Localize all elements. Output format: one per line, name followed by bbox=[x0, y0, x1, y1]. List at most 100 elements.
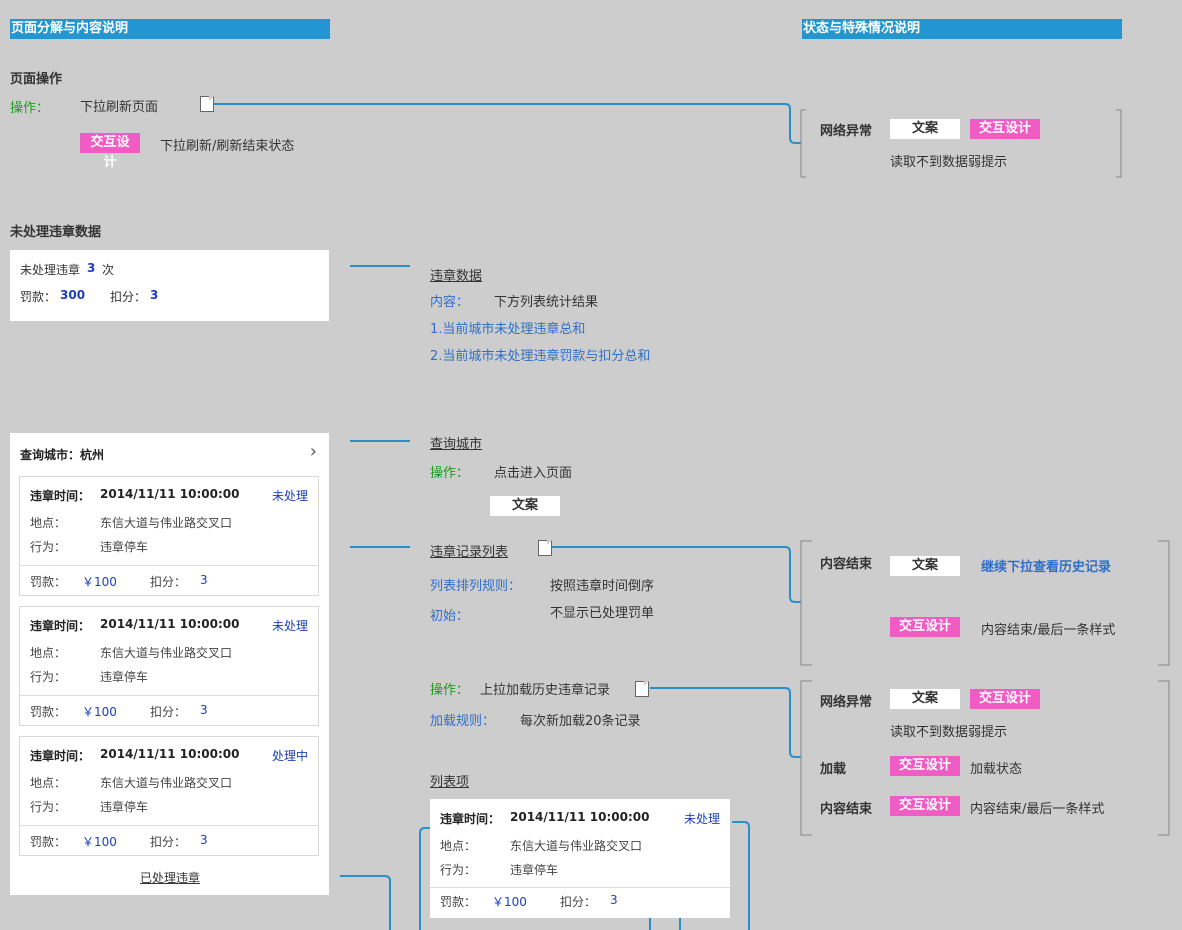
record-act-label: 行为： bbox=[30, 670, 67, 684]
loading-text: 加载状态 bbox=[970, 762, 1023, 777]
violation-list-card: 查询城市：杭州 › 违章时间： 2014/11/11 10:00:00 未处理 … bbox=[10, 433, 329, 895]
copy-badge: 文案 bbox=[490, 496, 560, 516]
record-act-label: 行为： bbox=[440, 863, 477, 877]
document-icon bbox=[200, 96, 214, 112]
record-points: 3 bbox=[200, 833, 208, 847]
query-city-label[interactable]: 查询城市：杭州 bbox=[20, 448, 105, 462]
violation-content-text: 下方列表统计结果 bbox=[494, 295, 599, 310]
points-value: 3 bbox=[150, 288, 159, 302]
record-time-label: 违章时间： bbox=[30, 619, 91, 633]
copy-badge: 文案 bbox=[890, 119, 960, 139]
connector-record-list-right bbox=[551, 546, 801, 603]
connector-refresh bbox=[214, 103, 801, 144]
load-more-op-text: 上拉加载历史违章记录 bbox=[480, 683, 611, 698]
connector-item-left bbox=[419, 827, 440, 930]
record-time-label: 违章时间： bbox=[440, 812, 501, 826]
divider bbox=[20, 695, 318, 696]
record-fine-label: 罚款： bbox=[30, 575, 67, 589]
record-act-label: 行为： bbox=[30, 800, 67, 814]
loading-label: 加载 bbox=[820, 762, 847, 777]
page-ops-title: 页面操作 bbox=[10, 72, 63, 87]
ix-design-badge: 交互设计 bbox=[890, 796, 960, 816]
record-card[interactable]: 违章时间： 2014/11/11 10:00:00 处理中 地点： 东信大道与伟… bbox=[19, 736, 319, 856]
divider bbox=[20, 565, 318, 566]
content-end-label: 内容结束 bbox=[820, 557, 873, 572]
page-ops-op-label: 操作： bbox=[10, 101, 50, 116]
unprocessed-title: 未处理违章数据 bbox=[10, 225, 102, 240]
ix-design-badge: 交互设计 bbox=[80, 133, 140, 170]
net-error-desc: 读取不到数据弱提示 bbox=[890, 155, 1008, 170]
connector-load-more bbox=[650, 687, 801, 758]
content-end-label: 内容结束 bbox=[820, 802, 873, 817]
count-label: 未处理违章 bbox=[20, 263, 81, 277]
violation-data-title: 违章数据 bbox=[430, 269, 483, 284]
load-rule-label: 加载规则： bbox=[430, 714, 496, 729]
record-place: 东信大道与伟业路交叉口 bbox=[100, 776, 233, 790]
record-act: 违章停车 bbox=[100, 800, 149, 814]
divider bbox=[430, 887, 730, 888]
page-ops-ix-text: 下拉刷新/刷新结束状态 bbox=[160, 139, 295, 154]
violation-content-label: 内容： bbox=[430, 295, 470, 310]
ix-design-badge: 交互设计 bbox=[970, 119, 1040, 139]
record-fine-label: 罚款： bbox=[440, 895, 477, 909]
record-place-label: 地点： bbox=[30, 776, 67, 790]
record-status: 处理中 bbox=[271, 749, 308, 763]
record-place-label: 地点： bbox=[30, 516, 67, 530]
record-points-label: 扣分： bbox=[150, 835, 187, 849]
list-item-card[interactable]: 违章时间： 2014/11/11 10:00:00 未处理 地点： 东信大道与伟… bbox=[430, 799, 730, 918]
record-status: 未处理 bbox=[271, 489, 308, 503]
document-icon bbox=[635, 681, 649, 697]
connector-processed bbox=[340, 875, 391, 930]
document-icon bbox=[538, 540, 552, 556]
header-right: 状态与特殊情况说明 bbox=[802, 19, 1122, 39]
record-card[interactable]: 违章时间： 2014/11/11 10:00:00 未处理 地点： 东信大道与伟… bbox=[19, 606, 319, 726]
record-points-label: 扣分： bbox=[150, 705, 187, 719]
points-label: 扣分： bbox=[110, 290, 147, 304]
record-points-label: 扣分： bbox=[560, 895, 597, 909]
fine-label: 罚款： bbox=[20, 290, 57, 304]
net-error-desc: 读取不到数据弱提示 bbox=[890, 725, 1008, 740]
ix-design-badge: 交互设计 bbox=[890, 756, 960, 776]
page-ops-op-text: 下拉刷新页面 bbox=[80, 100, 159, 115]
processed-link[interactable]: 已处理违章 bbox=[140, 871, 201, 885]
record-act: 违章停车 bbox=[100, 540, 149, 554]
content-end-ix-text: 内容结束/最后一条样式 bbox=[981, 623, 1116, 638]
record-place: 东信大道与伟业路交叉口 bbox=[100, 516, 233, 530]
record-list-sort-label: 列表排列规则： bbox=[430, 579, 522, 594]
record-act-label: 行为： bbox=[30, 540, 67, 554]
record-list-init-text: 不显示已处理罚单 bbox=[550, 606, 655, 621]
record-points-label: 扣分： bbox=[150, 575, 187, 589]
count-unit: 次 bbox=[102, 263, 115, 277]
query-city-op-label: 操作： bbox=[430, 466, 470, 481]
record-fine: ￥100 bbox=[82, 575, 117, 589]
query-city-op-text: 点击进入页面 bbox=[494, 466, 573, 481]
record-status: 未处理 bbox=[683, 812, 720, 826]
query-city-title: 查询城市 bbox=[430, 437, 483, 452]
bracket-content-end-1 bbox=[800, 540, 1170, 666]
ix-design-badge: 交互设计 bbox=[890, 617, 960, 637]
record-place-label: 地点： bbox=[30, 646, 67, 660]
record-time: 2014/11/11 10:00:00 bbox=[100, 747, 240, 761]
record-time: 2014/11/11 10:00:00 bbox=[510, 810, 650, 824]
record-time-label: 违章时间： bbox=[30, 749, 91, 763]
record-points: 3 bbox=[200, 703, 208, 717]
record-fine: ￥100 bbox=[82, 835, 117, 849]
record-place: 东信大道与伟业路交叉口 bbox=[510, 839, 643, 853]
record-time: 2014/11/11 10:00:00 bbox=[100, 487, 240, 501]
record-list-init-label: 初始： bbox=[430, 609, 470, 624]
count-value: 3 bbox=[87, 261, 96, 275]
bracket-net-error-1 bbox=[800, 109, 1122, 178]
record-list-sort-text: 按照违章时间倒序 bbox=[550, 579, 655, 594]
record-points: 3 bbox=[610, 893, 618, 907]
record-fine: ￥100 bbox=[82, 705, 117, 719]
net-error-label: 网络异常 bbox=[820, 124, 873, 139]
ix-design-badge: 交互设计 bbox=[970, 689, 1040, 709]
record-status: 未处理 bbox=[271, 619, 308, 633]
chevron-right-icon[interactable]: › bbox=[309, 441, 317, 462]
divider bbox=[20, 825, 318, 826]
record-time: 2014/11/11 10:00:00 bbox=[100, 617, 240, 631]
record-list-title: 违章记录列表 bbox=[430, 545, 509, 560]
record-fine: ￥100 bbox=[492, 895, 527, 909]
record-act: 违章停车 bbox=[100, 670, 149, 684]
record-card[interactable]: 违章时间： 2014/11/11 10:00:00 未处理 地点： 东信大道与伟… bbox=[19, 476, 319, 596]
